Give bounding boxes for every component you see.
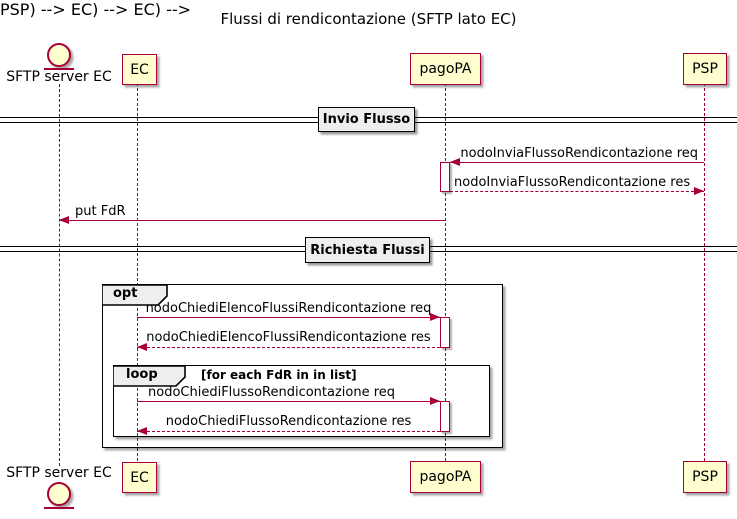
participant-pagopa-bottom: pagoPA [410,461,481,493]
message-label-invia-req: nodoInviaFlussoRendicontazione req [460,146,698,161]
loop-frame [113,365,490,437]
participant-ec-bottom: EC [122,462,157,493]
activation-pagopa-1 [440,162,450,192]
message-line-invia-res [450,191,704,192]
activation-pagopa-3 [440,401,450,432]
opt-frame-tab [102,284,168,306]
divider-invio-flusso: Invio Flusso [318,107,415,132]
message-line-chiedi-elenco-res [137,347,440,348]
participant-label: pagoPA [419,61,472,77]
participant-psp-bottom: PSP [683,461,727,493]
entity-icon-underline [44,68,74,70]
divider-label: Richiesta Flussi [310,242,425,258]
arrowhead-left-icon [137,343,147,351]
arrowhead-left-icon [137,427,147,435]
diagram-title: Flussi di rendicontazione (SFTP lato EC) [220,10,517,28]
participant-ec-top: EC [122,54,157,85]
lifeline-psp [704,83,705,461]
message-label-put-fdr: put FdR [75,204,126,219]
lifeline-ec [137,83,138,461]
lifeline-pagopa [445,83,446,461]
message-line-chiedi-flusso-req [137,401,440,402]
arrowhead-right-icon [430,313,440,321]
message-label-invia-res: nodoInviaFlussoRendicontazione res [454,175,691,190]
loop-frame-label: loop [126,367,158,382]
arrowhead-left-icon [59,216,69,224]
opt-frame [102,284,503,448]
message-line-chiedi-elenco-req [137,317,440,318]
participant-pagopa-top: pagoPA [410,53,481,85]
activation-pagopa-2 [440,317,450,348]
entity-icon-underline [44,507,74,509]
arrowhead-right-icon [430,397,440,405]
message-label-chiedi-elenco-req: nodoChiediElencoFlussiRendicontazione re… [145,301,432,316]
message-label-chiedi-flusso-res: nodoChiediFlussoRendicontazione res [165,414,412,429]
participant-label: PSP [692,469,718,485]
participant-sftp-bottom: SFTP server EC [6,465,112,481]
message-line-invia-req [450,162,704,163]
divider-richiesta-flussi: Richiesta Flussi [305,237,430,263]
loop-frame-tab [113,365,186,387]
arrowhead-right-icon [694,187,704,195]
message-label-chiedi-elenco-res: nodoChiediElencoFlussiRendicontazione re… [146,330,431,345]
participant-label: pagoPA [419,469,472,485]
participant-label: EC [130,469,149,486]
participant-label: PSP [692,61,718,77]
arrowhead-left-icon [450,158,460,166]
participant-psp-top: PSP [683,53,727,85]
opt-frame-label: opt [113,286,138,301]
message-line-chiedi-flusso-res [137,431,440,432]
message-label-chiedi-flusso-req: nodoChiediFlussoRendicontazione req [148,385,396,400]
divider-label: Invio Flusso [322,112,411,127]
message-line-put-fdr [59,220,445,221]
entity-icon [47,482,71,506]
entity-icon [47,43,71,67]
lifeline-sftp-server-ec [59,84,60,466]
loop-frame-guard: [for each FdR in in list] [201,368,357,382]
participant-label: EC [130,61,149,78]
participant-sftp-top: SFTP server EC [6,69,112,85]
